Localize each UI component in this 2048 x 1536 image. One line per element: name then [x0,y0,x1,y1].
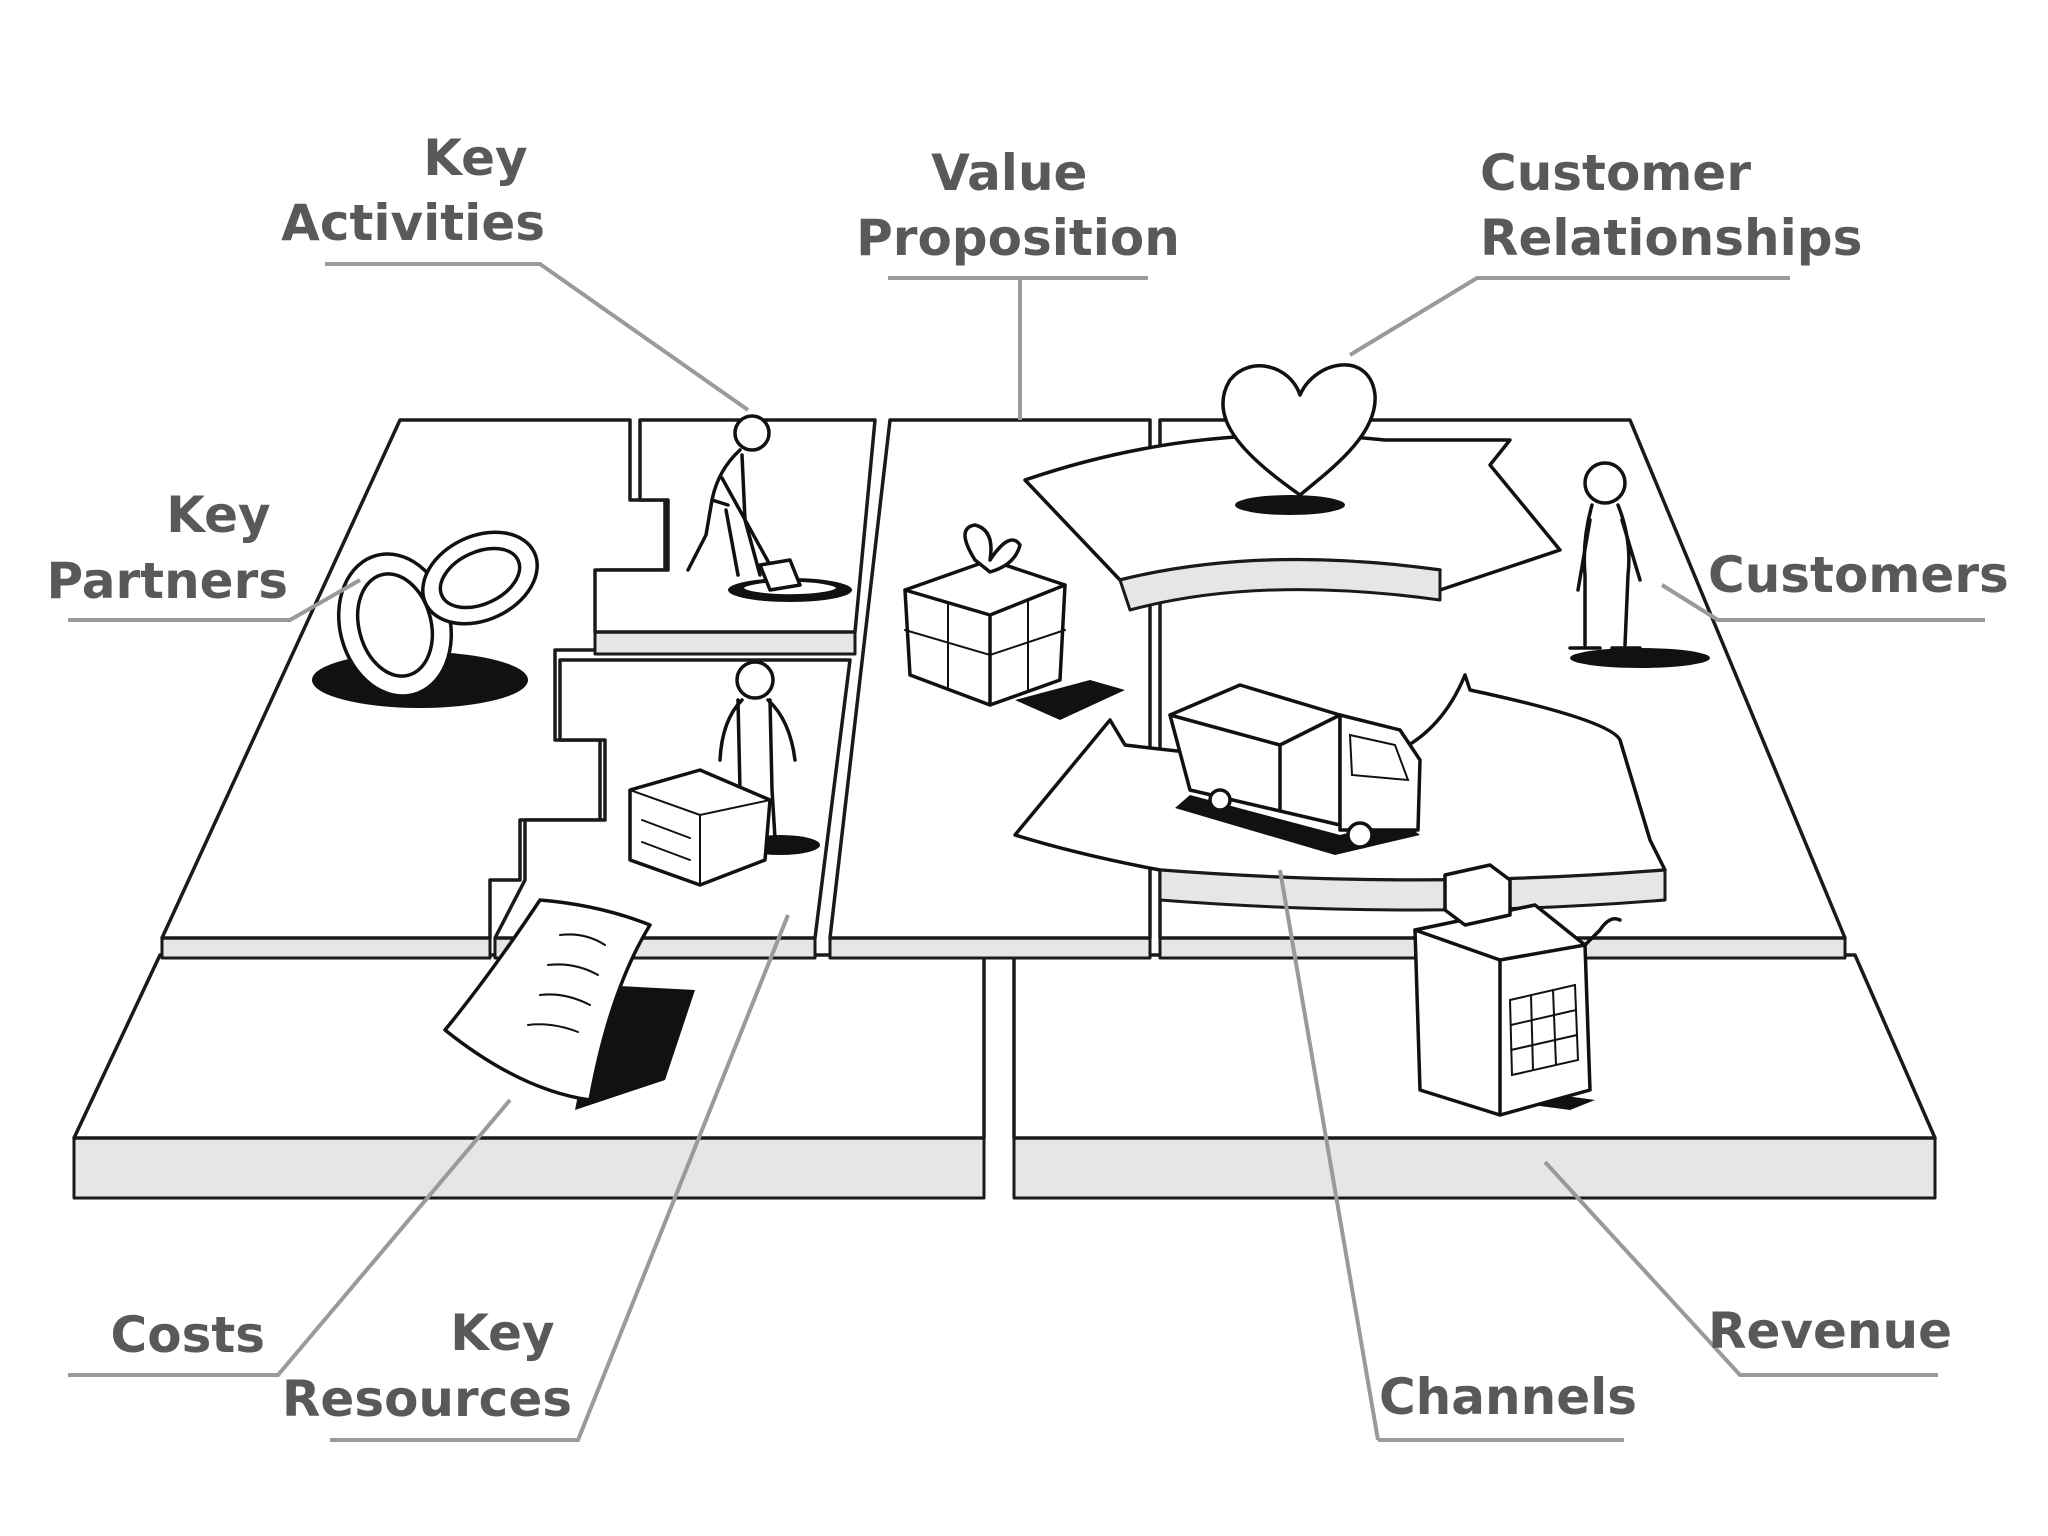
leader-value-proposition [888,276,1148,420]
leader-key-resources [330,914,790,1442]
label-revenue: Revenue [1708,1302,1952,1360]
label-customer-relationships: Customer Relationships [1480,144,1862,267]
gift-box-icon [903,523,1125,720]
labels: Key Activities Value Proposition Custome… [46,129,2008,1428]
label-customers: Customers [1708,546,2009,604]
label-key-partners: Key Partners [46,486,288,610]
heart-icon [1221,363,1377,515]
delivery-truck-icon [1168,683,1422,855]
leader-channels [1278,869,1624,1442]
leader-key-partners [68,578,361,622]
label-key-resources: Key Resources [282,1304,572,1428]
relationships-arrow [1023,433,1562,612]
leader-lines [68,262,1985,1442]
cash-register-icon [1413,863,1622,1117]
board [72,418,1937,1200]
leader-customer-relationships [1348,276,1790,357]
leader-costs [68,1098,512,1377]
label-channels: Channels [1379,1368,1637,1426]
invoice-document-icon [443,898,695,1110]
label-key-activities: Key Activities [281,129,545,252]
leader-key-activities [325,262,750,412]
person-standing-icon [1568,461,1710,668]
label-value-proposition: Value Proposition [856,144,1180,267]
person-with-crate-icon [628,660,820,887]
label-costs: Costs [111,1306,265,1364]
linked-rings-icon [312,530,539,708]
leader-revenue [1543,1160,1938,1377]
person-digging-icon [686,414,852,602]
leader-customers [1660,583,1985,622]
